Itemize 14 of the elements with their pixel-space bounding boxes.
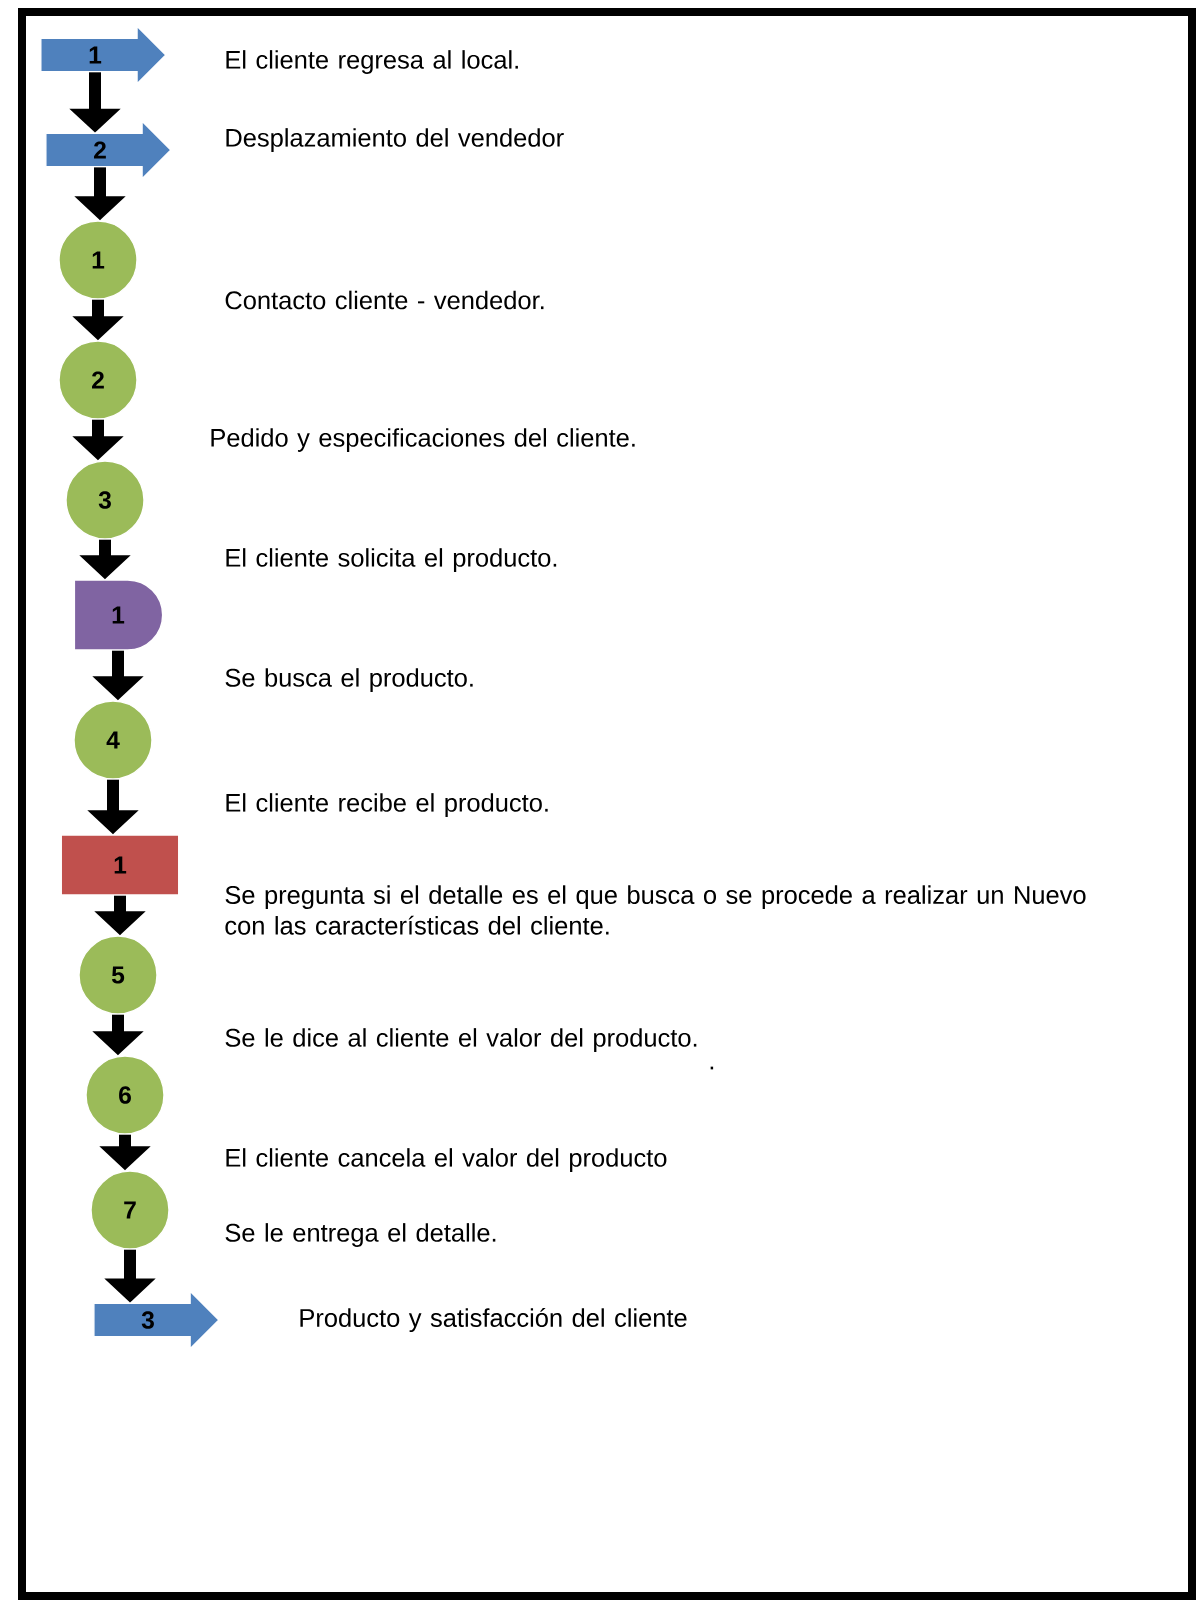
step-description: Se le dice al cliente el valor del producto. (225, 1028, 697, 1052)
step-description: El cliente solicita el producto. (226, 548, 557, 572)
step-description: El cliente recibe el producto. (226, 793, 548, 817)
step-description: El cliente regresa al local. (226, 50, 518, 74)
step-description: . (710, 1066, 714, 1070)
step-description: Se busca el producto. (225, 668, 473, 692)
step-description: Se pregunta si el detalle es el que busca o se procede a realizar un Nuevo con las características del cliente. (225, 885, 1086, 935)
step-description: Se le entrega el detalle. (225, 1223, 496, 1247)
step-description: Producto y satisfacción del cliente (300, 1308, 687, 1333)
step-description: Contacto cliente - vendedor. (225, 290, 544, 310)
process-box: 1 (60, 834, 180, 896)
step-description: El cliente cancela el valor del producto (226, 1148, 667, 1172)
step-description: Desplazamiento del vendedor (226, 128, 564, 152)
step-description: Pedido y especificaciones del cliente. (211, 428, 635, 452)
